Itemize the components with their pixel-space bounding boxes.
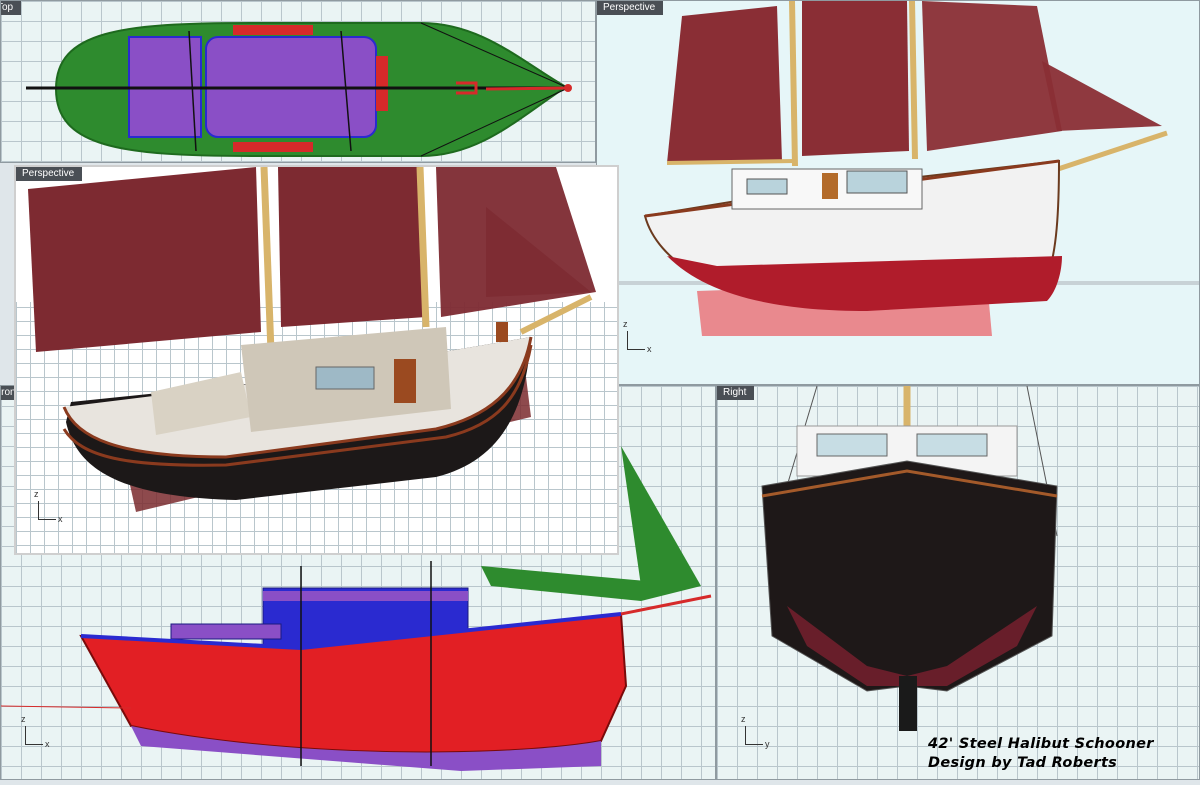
axis-horizontal	[25, 744, 43, 745]
axis-label-z: z	[741, 714, 746, 724]
axis-label-z: z	[623, 319, 628, 329]
axis-label-z: z	[34, 489, 39, 499]
axis-horizontal	[627, 349, 645, 350]
viewport-label[interactable]: Right	[717, 386, 755, 400]
viewport-perspective-main[interactable]: Perspective z x	[596, 0, 1200, 385]
axis-vertical	[25, 726, 26, 744]
axis-vertical	[745, 726, 746, 744]
viewport-right[interactable]: Right z y	[716, 385, 1200, 780]
axis-label-y: y	[765, 739, 770, 749]
axis-vertical	[627, 331, 628, 349]
perspective-main-drawing	[597, 1, 1199, 336]
viewport-perspective-inset[interactable]: Perspective z x	[14, 165, 619, 555]
axes-indicator: z y	[741, 714, 781, 754]
axes-indicator: z x	[34, 489, 74, 529]
axis-label-x: x	[647, 344, 652, 354]
perspective-inset-drawing	[16, 167, 617, 512]
top-view-drawing	[26, 22, 572, 157]
axis-vertical	[38, 501, 39, 519]
front-view-drawing	[1, 446, 712, 771]
caption-title: 42' Steel Halibut Schooner	[928, 736, 1154, 752]
caption-designer: Design by Tad Roberts	[928, 755, 1118, 771]
axis-label-z: z	[21, 714, 26, 724]
axis-label-x: x	[45, 739, 50, 749]
right-view-drawing	[761, 386, 1058, 731]
axes-indicator: z x	[21, 714, 61, 754]
viewport-label[interactable]: Perspective	[597, 1, 664, 15]
viewport-label[interactable]: Top	[1, 1, 22, 15]
axis-horizontal	[38, 519, 56, 520]
axes-indicator: z x	[623, 319, 663, 359]
axis-label-x: x	[58, 514, 63, 524]
viewport-top[interactable]: Top	[0, 0, 596, 163]
design-caption: 42' Steel Halibut Schooner Design by Tad…	[928, 735, 1154, 773]
viewport-label[interactable]: Perspective	[16, 167, 83, 181]
axis-horizontal	[745, 744, 763, 745]
